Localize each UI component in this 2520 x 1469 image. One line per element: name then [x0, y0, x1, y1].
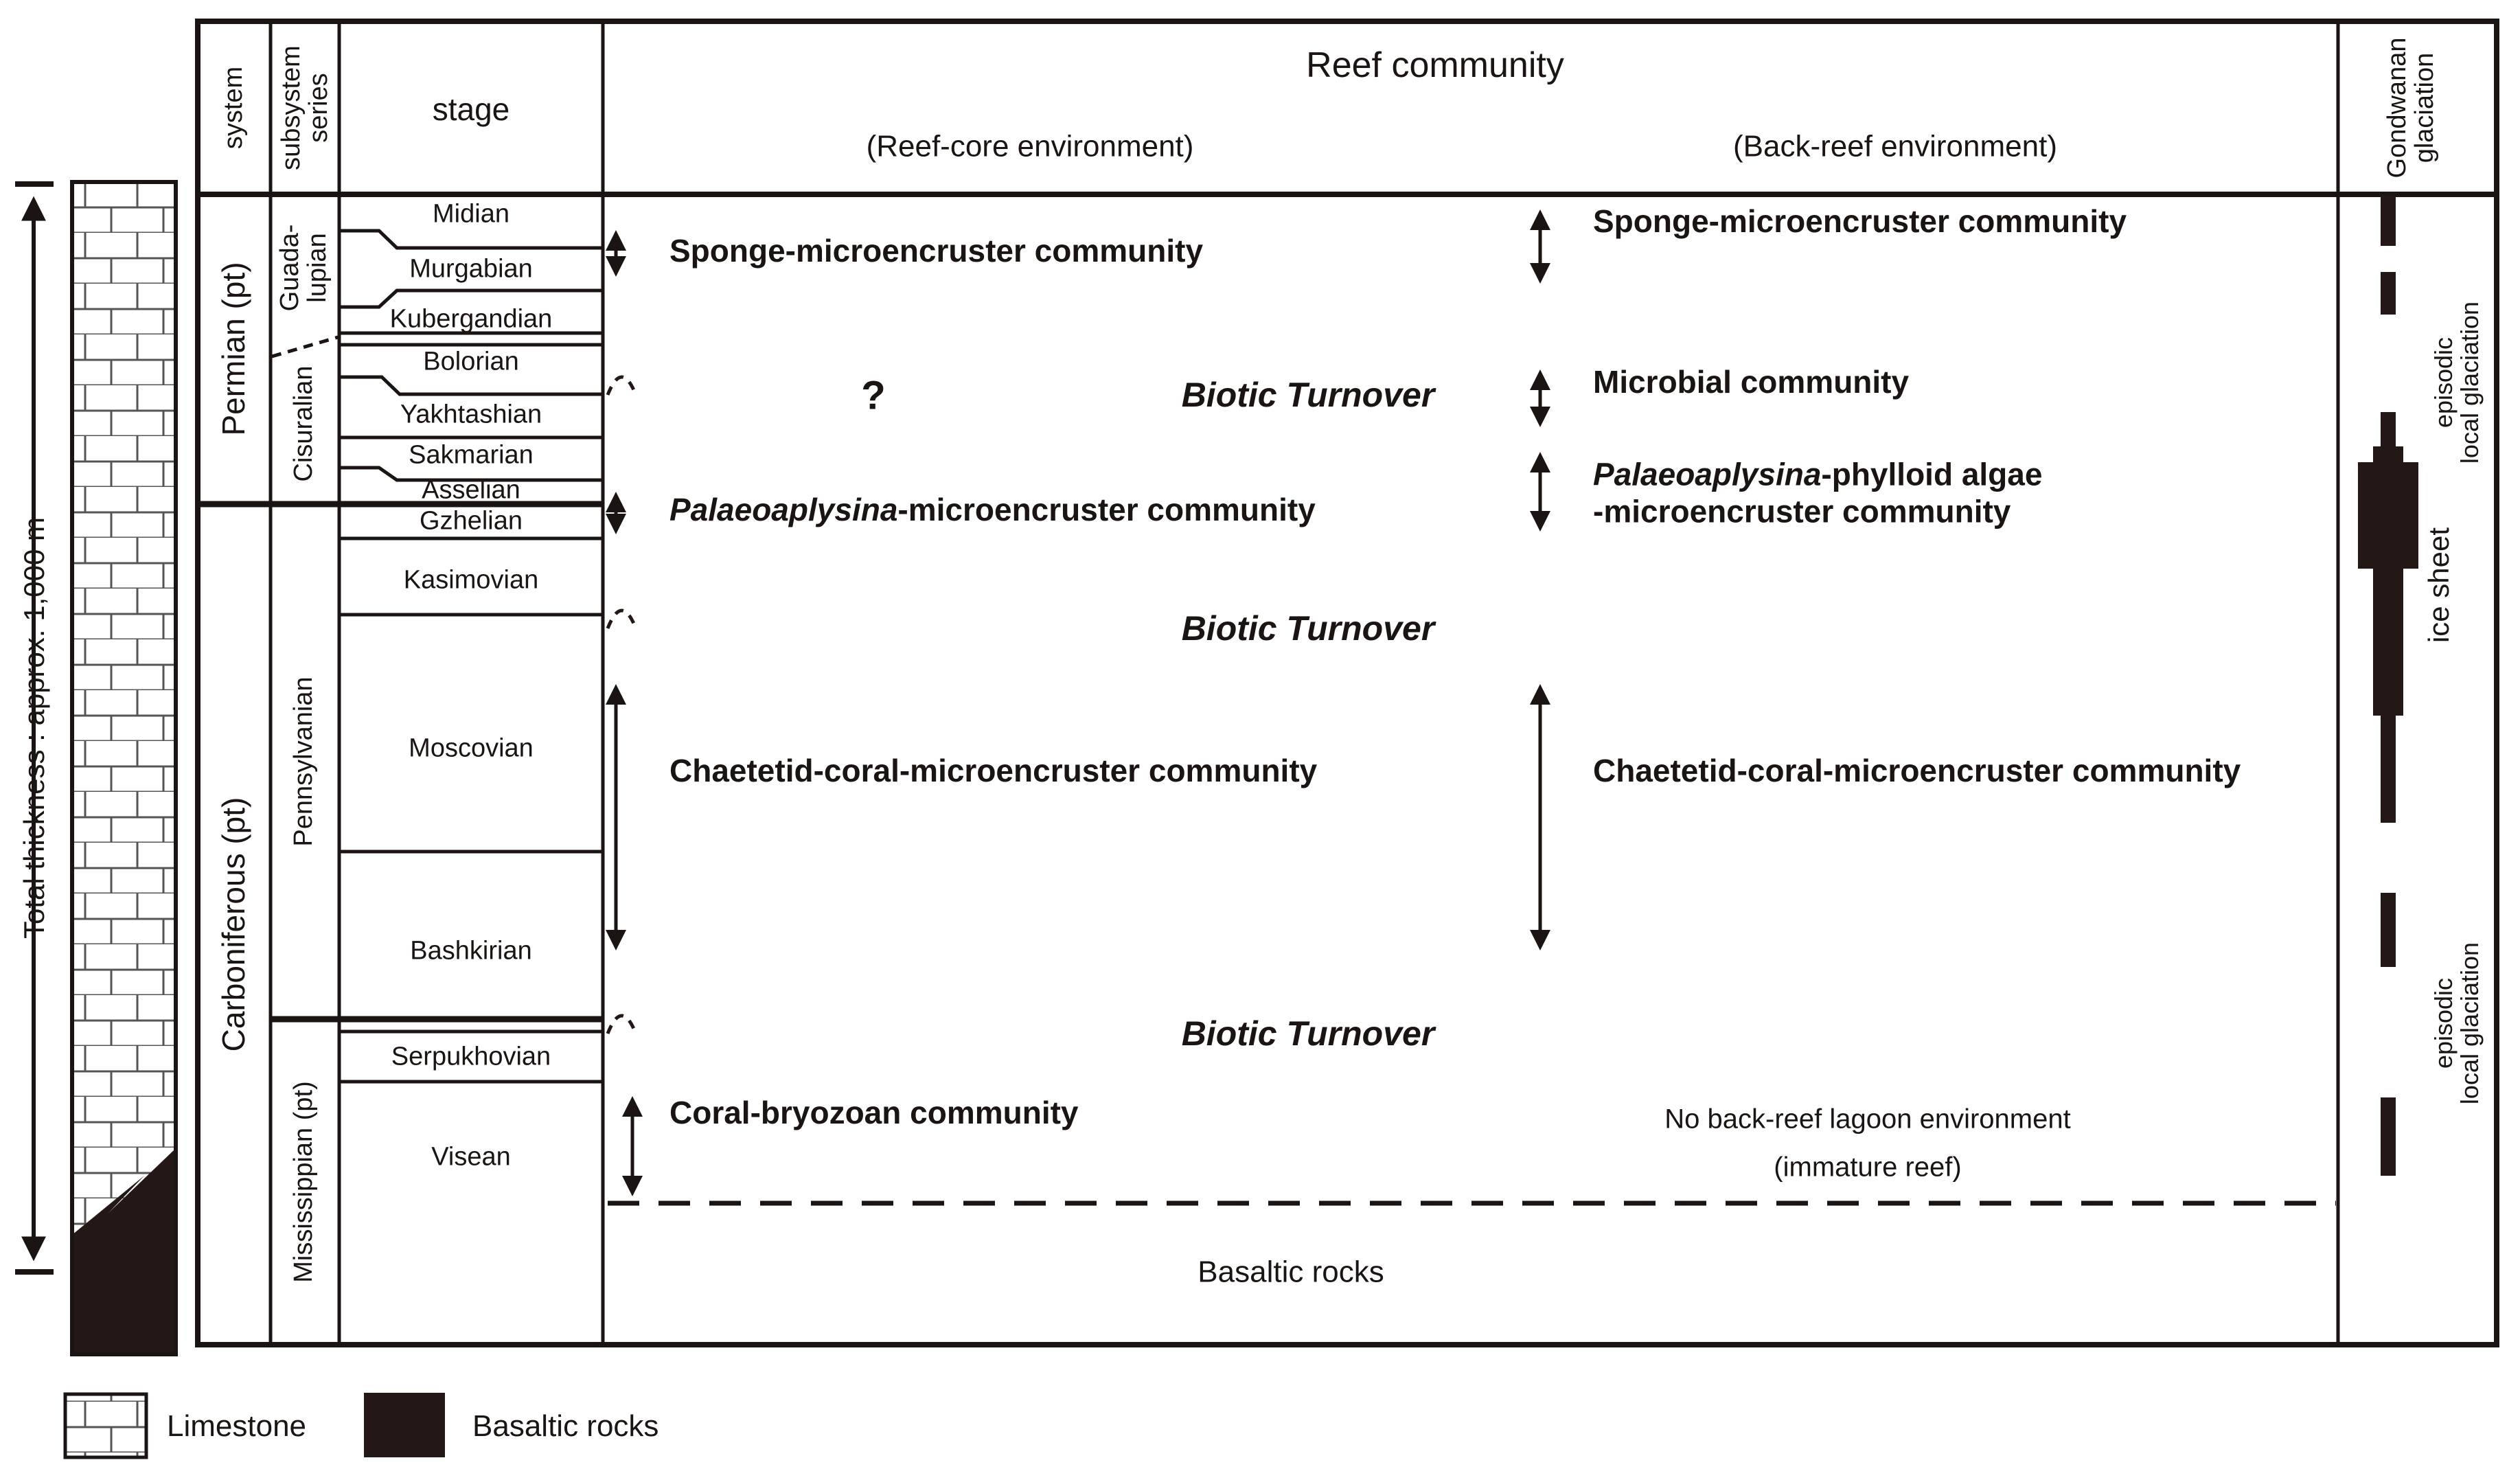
limestone-column: [72, 182, 176, 1354]
legend-swatches: [63, 1392, 445, 1459]
community-sponge-back: Sponge-microencruster community: [1593, 203, 2127, 239]
stage-moscovian: Moscovian: [409, 733, 534, 763]
subsystem-mississippian: Mississippian (pt): [289, 1081, 319, 1283]
legend-limestone-label: Limestone: [167, 1409, 307, 1444]
table-frame: [195, 19, 2499, 1347]
header-stage: stage: [432, 91, 510, 128]
stage-bashkirian: Bashkirian: [410, 936, 532, 966]
subsystem-pennsylvanian: Pennsylvanian: [289, 676, 319, 847]
community-microbial: Microbial community: [1593, 363, 1910, 400]
ice-sheet-label: ice sheet: [2422, 527, 2455, 644]
no-backreef-line1: No back-reef lagoon environment: [1664, 1104, 2071, 1135]
stage-murgabian: Murgabian: [409, 254, 533, 284]
header-reef-community: Reef community: [1306, 45, 1564, 85]
legend-basaltic-label: Basaltic rocks: [472, 1409, 659, 1444]
biotic-turnover-lines: [606, 375, 638, 1034]
basaltic-zone-label: Basaltic rocks: [1198, 1255, 1384, 1289]
limestone-swatch: [63, 1392, 148, 1459]
stage-visean: Visean: [431, 1142, 511, 1172]
palaeo-back-rest: -phylloid algae: [1821, 456, 2043, 492]
stage-boundaries: [339, 229, 603, 1084]
community-chaetetid-core: Chaetetid-coral-microencruster community: [669, 752, 1318, 788]
header-system: system: [219, 66, 249, 150]
stage-sakmarian: Sakmarian: [409, 440, 534, 470]
header-reef-core-environment: (Reef-core environment): [866, 129, 1194, 163]
stage-serpukhovian: Serpukhovian: [391, 1042, 551, 1071]
header-gondwanan-glaciation: Gondwanan glaciation: [2383, 37, 2439, 179]
basalt-base: [72, 1148, 176, 1354]
guadalupian-cisuralian-dashed-boundary: [271, 335, 339, 358]
episodic-glaciation-label-bottom: episodic local glaciation: [2429, 942, 2484, 1105]
biotic-turnover-label-2: Biotic Turnover: [1170, 609, 1446, 648]
palaeo-core-italic: Palaeoaplysina: [669, 491, 898, 527]
turnover-question-mark: ?: [850, 374, 897, 419]
stage-kasimovian: Kasimovian: [403, 565, 539, 595]
stage-kubergandian: Kubergandian: [389, 304, 553, 334]
stage-bolorian: Bolorian: [423, 347, 519, 376]
community-coral-bryozoan: Coral-bryozoan community: [669, 1094, 1079, 1130]
system-permian: Permian (pt): [215, 262, 251, 436]
total-thickness-label: Total thickness : approx. 1,000 m: [17, 517, 50, 939]
header-subsystem: subsystem series: [277, 45, 333, 170]
range-arrows: [606, 209, 1550, 1196]
biotic-turnover-label-3: Biotic Turnover: [1170, 1014, 1446, 1053]
subsystem-cisuralian: Cisuralian: [289, 365, 319, 482]
palaeo-back-line2: -microencruster community: [1593, 494, 2011, 529]
community-palaeo-back: Palaeoaplysina-phylloid algae-microencru…: [1593, 456, 2042, 531]
total-thickness-arrow: [15, 181, 54, 1275]
subsystem-guadalupian: Guada- lupian: [275, 224, 332, 312]
no-backreef-line2: (immature reef): [1774, 1152, 1962, 1183]
stage-gzhelian: Gzhelian: [420, 506, 523, 536]
stage-asselian: Asselian: [422, 475, 520, 505]
biotic-turnover-wave-1: [606, 375, 638, 396]
glaciation-bars: [2358, 196, 2418, 1176]
basaltic-swatch: [364, 1393, 445, 1457]
system-carboniferous: Carboniferous (pt): [215, 797, 251, 1052]
header-back-reef-environment: (Back-reef environment): [1733, 129, 2057, 163]
ice-sheet-bar: [2358, 462, 2418, 569]
biotic-turnover-label-1: Biotic Turnover: [1170, 376, 1446, 414]
biotic-turnover-wave-2: [606, 608, 638, 629]
stage-midian: Midian: [433, 199, 509, 229]
episodic-glaciation-label-top: episodic local glaciation: [2429, 301, 2484, 464]
palaeo-back-italic: Palaeoaplysina: [1593, 456, 1822, 492]
community-sponge-core: Sponge-microencruster community: [669, 232, 1204, 269]
community-palaeo-core: Palaeoaplysina-microencruster community: [669, 491, 1316, 528]
community-chaetetid-back: Chaetetid-coral-microencruster community: [1593, 752, 2241, 788]
stage-yakhtashian: Yakhtashian: [400, 400, 542, 429]
lithologic-column: [70, 180, 178, 1356]
palaeo-core-rest: -microencruster community: [897, 491, 1316, 527]
biotic-turnover-wave-3: [606, 1014, 638, 1034]
